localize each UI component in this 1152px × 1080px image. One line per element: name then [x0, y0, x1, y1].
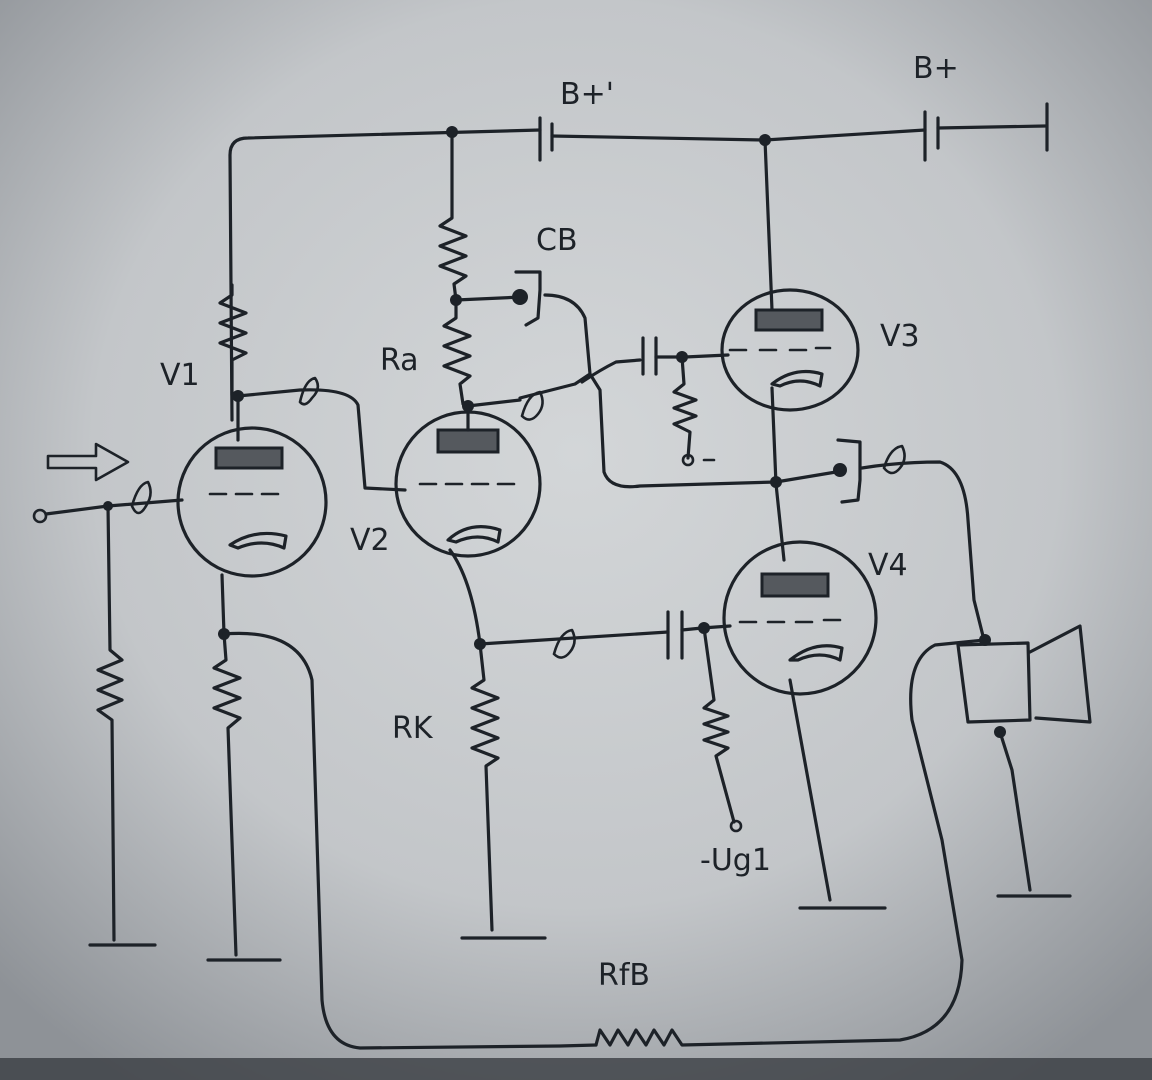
- output-to-speaker-wire: [860, 460, 986, 642]
- output-capacitor: [833, 438, 862, 504]
- label-ra: Ra: [380, 343, 419, 378]
- input-terminal: [32, 508, 48, 524]
- cb-wire-right: [518, 293, 592, 400]
- v2-cathode-wire: [448, 548, 482, 646]
- input-arrow-icon: [46, 442, 130, 482]
- speaker-ground-wire: [998, 730, 1032, 892]
- signal-mark-output: [882, 444, 906, 475]
- cb-wire-left: [454, 295, 524, 302]
- grid-leak-resistor-v1: [96, 504, 124, 942]
- capacitor-cb: [512, 270, 542, 327]
- label-rfb: RfB: [598, 958, 650, 993]
- cb-return-wire: [588, 372, 838, 489]
- signal-mark-input: [130, 480, 152, 515]
- tube-v4: [722, 540, 878, 696]
- feedback-wire: [222, 631, 598, 1050]
- v3-anode-wire: [763, 138, 774, 312]
- label-cb: CB: [536, 223, 578, 258]
- v2-anode-to-coupling-wire: [466, 358, 642, 408]
- signal-mark-v2-cathode: [552, 628, 576, 659]
- ug1-terminal: [729, 819, 743, 833]
- label-v2: V2: [350, 523, 390, 558]
- battery-bplus: [923, 110, 940, 162]
- top-rail-wire: [228, 128, 542, 422]
- v3-bias-terminal: [681, 453, 695, 467]
- v1-anode-resistor: [218, 283, 248, 397]
- label-v1: V1: [160, 358, 200, 393]
- coupling-capacitor-v4: [666, 610, 684, 660]
- v1-cathode-resistor: [212, 632, 242, 957]
- label-v3: V3: [880, 319, 920, 354]
- label-bplus: B+: [913, 51, 959, 86]
- paper-bottom-shadow: [0, 1058, 1152, 1080]
- v4-cathode-wire: [788, 678, 832, 902]
- junction-speaker-top: [979, 634, 991, 646]
- label-bplus-prime: B+': [560, 77, 614, 112]
- speaker-icon: [956, 624, 1092, 724]
- signal-mark-v1-anode: [298, 376, 320, 406]
- v1-cathode-wire: [220, 573, 226, 636]
- signal-mark-v2-anode: [520, 390, 544, 421]
- feedback-resistor-rfb: [594, 638, 987, 1047]
- label-ug1: -Ug1: [700, 843, 771, 878]
- tube-v3: [720, 288, 860, 412]
- v3-grid-resistor: [672, 355, 698, 460]
- label-v4: V4: [868, 548, 908, 583]
- tube-v1: [176, 426, 328, 578]
- bplus-terminal-wire: [936, 124, 1047, 130]
- v2-cathode-resistor-rk: [470, 642, 500, 932]
- label-rk: RK: [392, 711, 434, 746]
- v4-grid-resistor: [702, 626, 736, 824]
